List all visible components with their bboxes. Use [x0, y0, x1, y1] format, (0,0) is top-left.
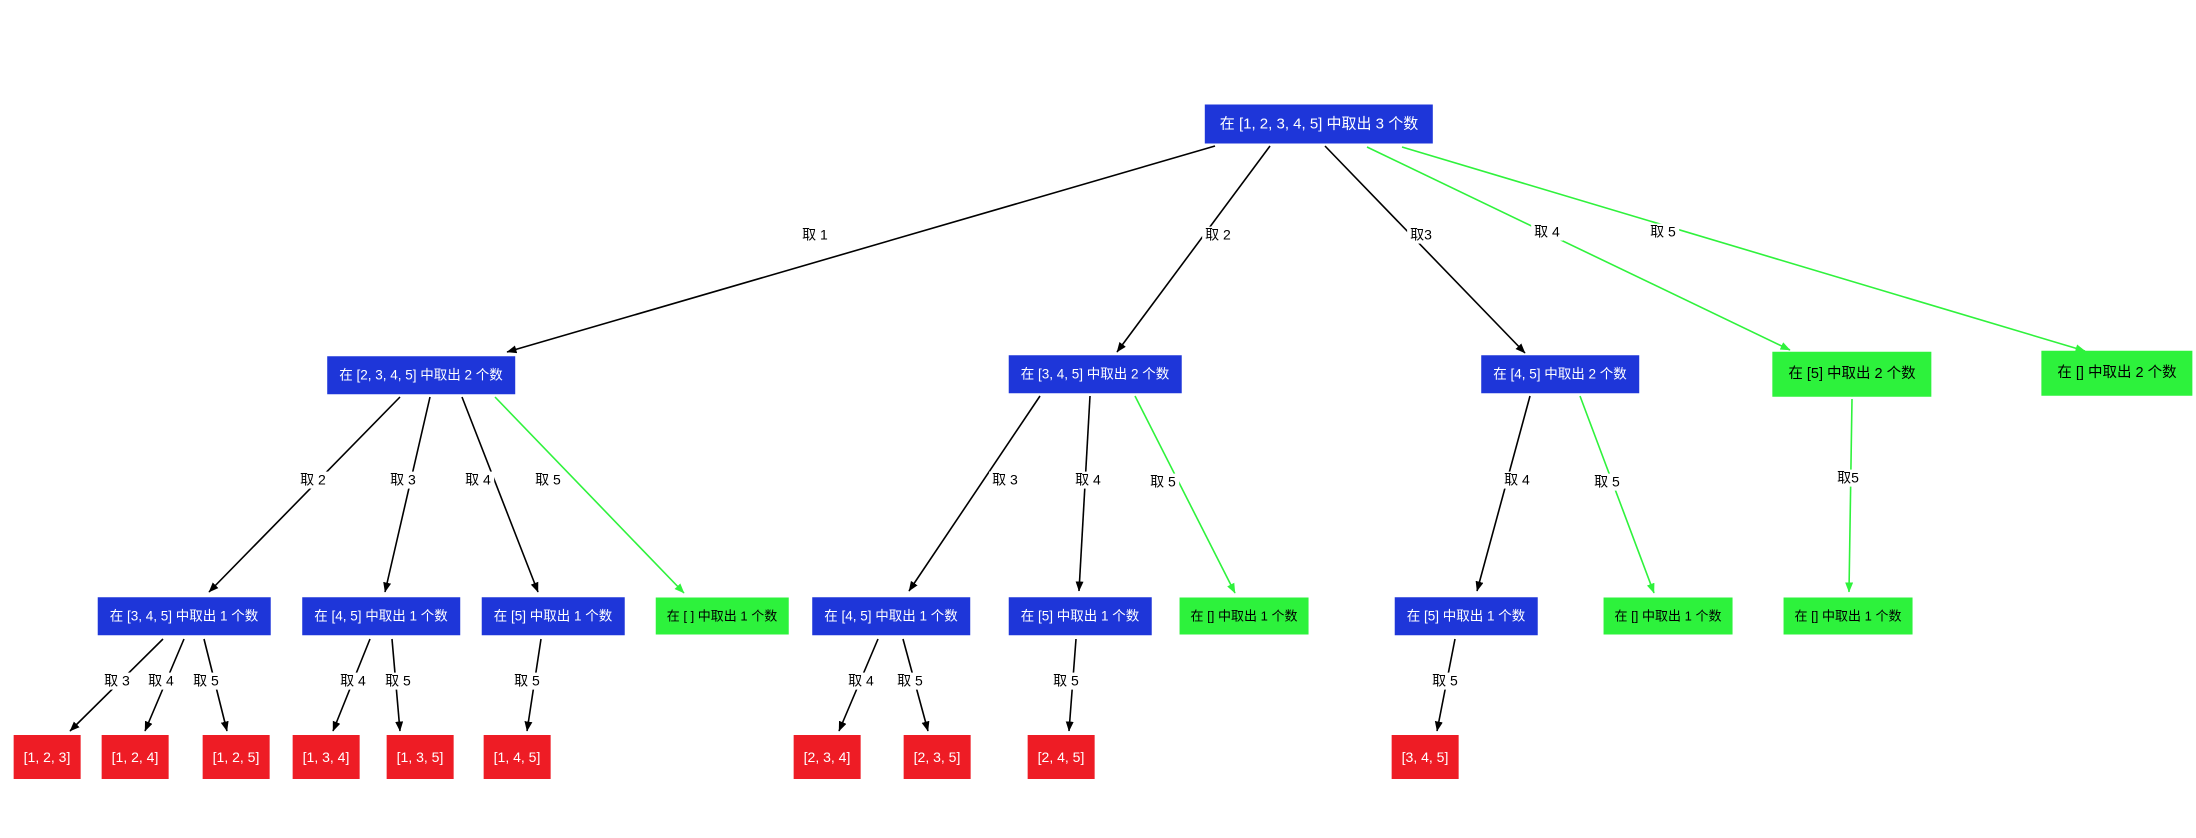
edge-n3-c1 [1475, 395, 1531, 592]
tree-node-d1: 在 [] 中取出 1 个数 [1783, 597, 1913, 635]
edge-label-b1-r7: 取 4 [845, 672, 877, 690]
edge-n4-d1 [1845, 398, 1854, 593]
edge-label-a1-r1: 取 3 [101, 672, 133, 690]
edge-label-n2-b1: 取 3 [989, 471, 1021, 489]
edge-label-n3-c2: 取 5 [1591, 473, 1623, 491]
edge-n2-b3 [1134, 395, 1236, 594]
edge-n3-c2 [1579, 395, 1655, 594]
edge-label-b1-r8: 取 5 [894, 672, 926, 690]
tree-node-a3: 在 [5] 中取出 1 个数 [481, 597, 625, 635]
tree-node-n4: 在 [5] 中取出 2 个数 [1772, 351, 1932, 397]
tree-node-c2: 在 [] 中取出 1 个数 [1603, 597, 1733, 635]
edge-label-n2-b3: 取 5 [1147, 473, 1179, 491]
edge-label-root-n4: 取 4 [1531, 223, 1563, 241]
edge-label-a3-r6: 取 5 [511, 672, 543, 690]
tree-node-b1: 在 [4, 5] 中取出 1 个数 [812, 597, 970, 635]
tree-node-r2: [1, 2, 4] [101, 735, 169, 779]
edge-root-n4 [1366, 146, 1791, 351]
edge-n2-b1 [908, 395, 1041, 592]
edge-label-n1-a1: 取 2 [297, 471, 329, 489]
edge-root-n5 [1401, 146, 2086, 353]
edge-n2-b2 [1075, 395, 1091, 592]
tree-node-root: 在 [1, 2, 3, 4, 5] 中取出 3 个数 [1204, 104, 1434, 144]
edge-root-n2 [1116, 145, 1271, 353]
edge-label-a1-r2: 取 4 [145, 672, 177, 690]
tree-node-r4: [1, 3, 4] [292, 735, 360, 779]
tree-node-n5: 在 [] 中取出 2 个数 [2041, 350, 2193, 396]
edge-label-n1-a4: 取 5 [532, 471, 564, 489]
tree-node-n2: 在 [3, 4, 5] 中取出 2 个数 [1008, 355, 1182, 393]
edge-label-n1-a3: 取 4 [462, 471, 494, 489]
tree-node-a4: 在 [ ] 中取出 1 个数 [655, 597, 789, 635]
tree-node-a2: 在 [4, 5] 中取出 1 个数 [302, 597, 460, 635]
tree-node-n1: 在 [2, 3, 4, 5] 中取出 2 个数 [327, 356, 515, 394]
edge-label-n1-a2: 取 3 [387, 471, 419, 489]
tree-node-r5: [1, 3, 5] [386, 735, 454, 779]
tree-node-r8: [2, 3, 5] [903, 735, 971, 779]
tree-node-c1: 在 [5] 中取出 1 个数 [1394, 597, 1538, 635]
edge-label-a1-r3: 取 5 [190, 672, 222, 690]
tree-node-a1: 在 [3, 4, 5] 中取出 1 个数 [97, 597, 271, 635]
edge-root-n3 [1324, 145, 1526, 354]
edge-n1-a1 [208, 396, 401, 593]
edge-label-root-n2: 取 2 [1202, 226, 1234, 244]
edge-n1-a2 [383, 396, 431, 593]
edge-root-n1 [506, 145, 1216, 354]
tree-node-r3: [1, 2, 5] [202, 735, 270, 779]
edge-label-root-n1: 取 1 [799, 226, 831, 244]
tree-node-b3: 在 [] 中取出 1 个数 [1179, 597, 1309, 635]
tree-node-r10: [3, 4, 5] [1391, 735, 1459, 779]
edge-label-root-n5: 取 5 [1647, 223, 1679, 241]
tree-node-n3: 在 [4, 5] 中取出 2 个数 [1481, 355, 1639, 393]
tree-node-b2: 在 [5] 中取出 1 个数 [1008, 597, 1152, 635]
edge-label-n3-c1: 取 4 [1501, 471, 1533, 489]
edge-label-a2-r5: 取 5 [382, 672, 414, 690]
edge-n1-a3 [461, 396, 539, 593]
edge-label-root-n3: 取3 [1407, 226, 1435, 244]
edge-label-c1-r10: 取 5 [1429, 672, 1461, 690]
edge-n1-a4 [494, 396, 685, 594]
edge-label-n2-b2: 取 4 [1072, 471, 1104, 489]
tree-node-r1: [1, 2, 3] [13, 735, 81, 779]
edge-label-b2-r9: 取 5 [1050, 672, 1082, 690]
tree-node-r7: [2, 3, 4] [793, 735, 861, 779]
edge-label-n4-d1: 取5 [1834, 469, 1862, 487]
tree-node-r9: [2, 4, 5] [1027, 735, 1095, 779]
edge-label-a2-r4: 取 4 [337, 672, 369, 690]
tree-node-r6: [1, 4, 5] [483, 735, 551, 779]
